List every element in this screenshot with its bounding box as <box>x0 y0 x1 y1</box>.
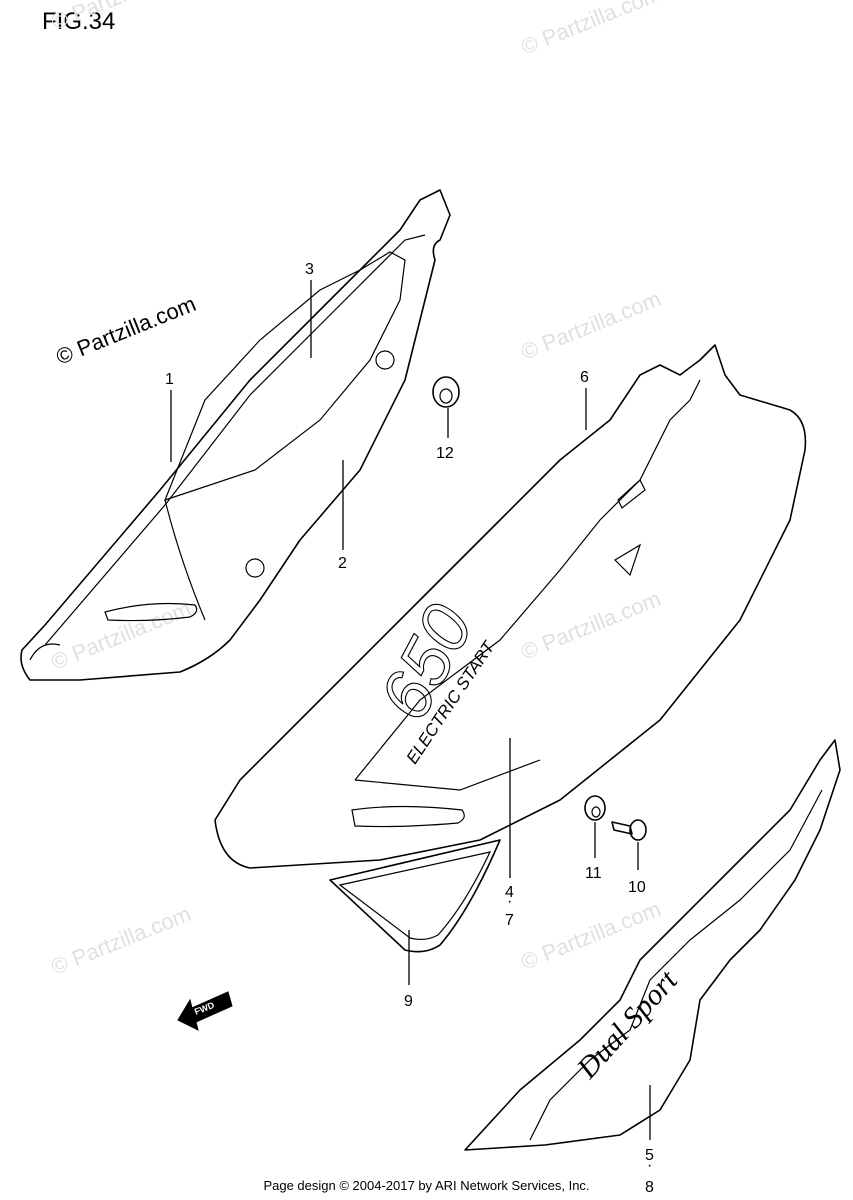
watermark: © Partzilla.com <box>518 0 665 60</box>
dual-sport-decal: Dual Sport <box>464 739 841 1151</box>
callout-5: 5 <box>645 1147 654 1164</box>
callout-8: 8 <box>645 1179 654 1196</box>
callout-3: 3 <box>305 261 314 278</box>
callout-10: 10 <box>628 879 646 896</box>
watermark: © Partzilla.com <box>48 0 195 35</box>
watermarks: © Partzilla.com © Partzilla.com © Partzi… <box>48 0 665 980</box>
grommet-12 <box>432 376 460 408</box>
callout-11: 11 <box>585 865 602 882</box>
fwd-arrow: FWD <box>177 991 233 1031</box>
badge-decal: Dual Sport <box>570 964 684 1086</box>
screw-10 <box>611 819 647 841</box>
watermark-dark: © Partzilla.com <box>53 291 200 370</box>
lower-panel <box>329 839 501 953</box>
callout-12: 12 <box>436 445 454 462</box>
watermark: © Partzilla.com <box>518 286 665 365</box>
left-side-cover <box>20 189 451 681</box>
callouts: 1 2 3 4 · 7 5 · 8 6 9 10 11 12 <box>165 261 654 1196</box>
callout-9: 9 <box>404 993 413 1010</box>
callout-5-sep: · <box>647 1157 652 1174</box>
footer-copyright: Page design © 2004-2017 by ARI Network S… <box>263 1178 590 1193</box>
watermark: © Partzilla.com <box>518 586 665 665</box>
grommet-11 <box>584 795 606 821</box>
callout-4-sep: · <box>507 893 512 910</box>
figure-title: FIG.34 <box>42 8 116 35</box>
callout-6: 6 <box>580 369 589 386</box>
callout-1: 1 <box>165 371 174 388</box>
watermark: © Partzilla.com <box>518 896 665 975</box>
callout-4: 4 <box>505 884 514 901</box>
callout-2: 2 <box>338 555 347 572</box>
watermark: © Partzilla.com <box>48 901 195 980</box>
callout-7: 7 <box>505 912 514 929</box>
leader-lines <box>170 280 651 1140</box>
